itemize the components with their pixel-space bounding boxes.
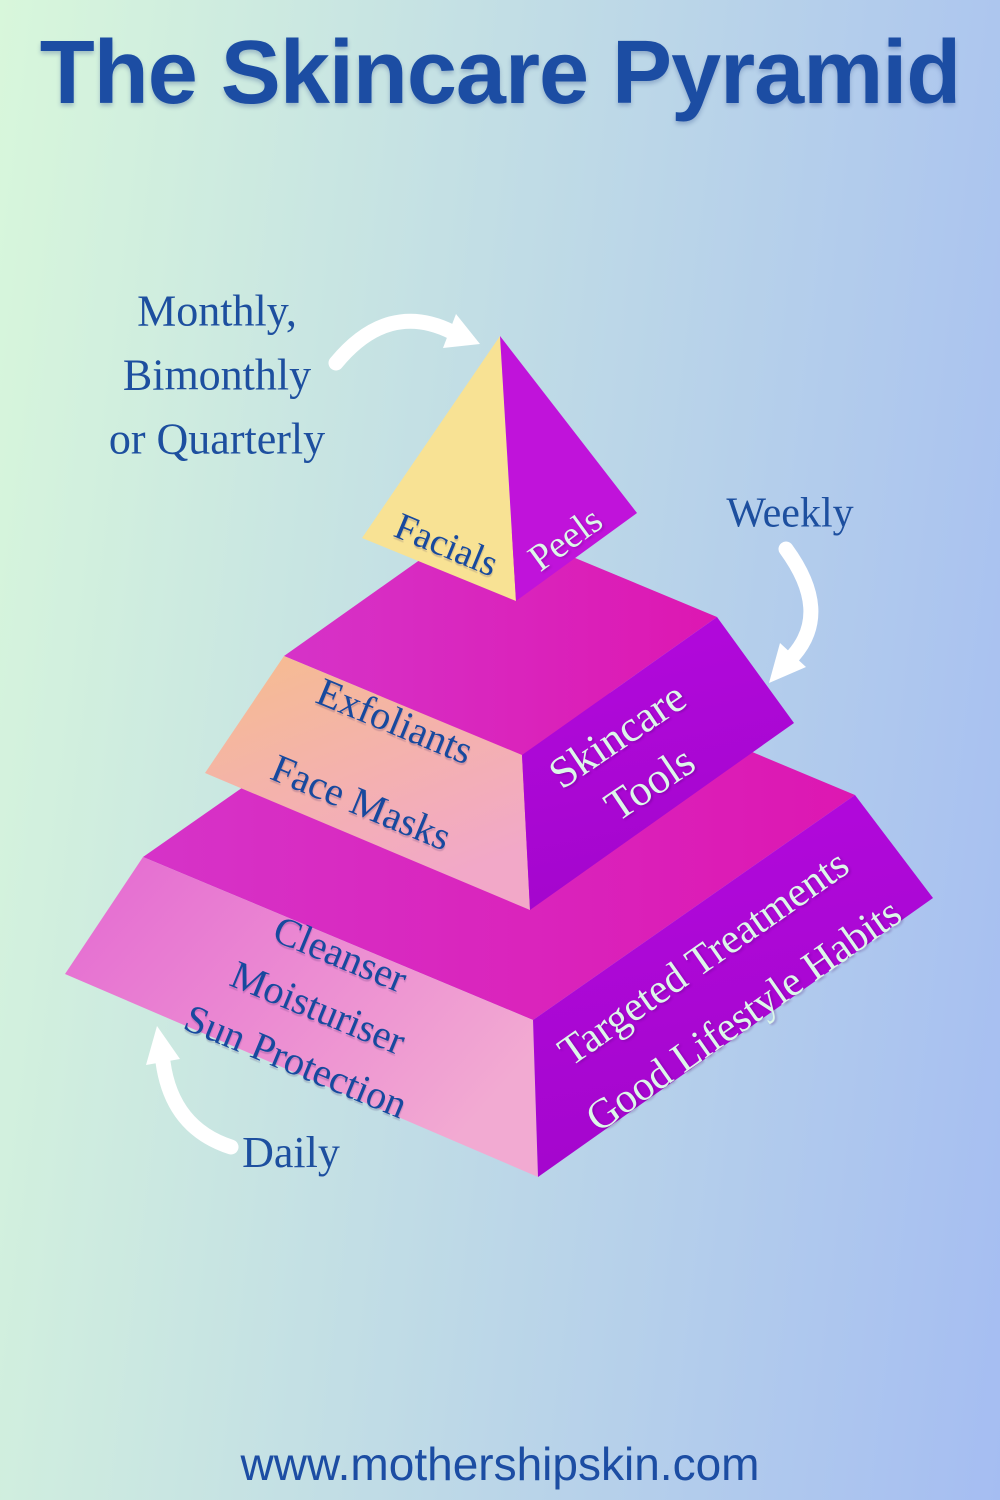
frequency-label-daily: Daily [242, 1128, 340, 1178]
pyramid-top-left-face [362, 336, 516, 601]
page-title: The Skincare Pyramid [39, 23, 961, 123]
pyramid-bottom-left-face [65, 857, 538, 1177]
arrow-weekly-head-icon [769, 643, 806, 683]
arrow-daily-shaft [155, 1054, 239, 1155]
arrow-monthly-to-top-tier [328, 313, 480, 371]
monthly-line-2: Bimonthly [122, 350, 312, 400]
website-url: www.mothershipskin.com [240, 1438, 760, 1490]
arrow-weekly-to-middle-tier [769, 541, 819, 683]
frequency-label-monthly: Monthly, Bimonthly or Quarterly [109, 279, 325, 470]
pyramid-top-right-face [500, 336, 637, 601]
pyramid-bottom-right-face [533, 795, 933, 1177]
monthly-line-3: or Quarterly [108, 413, 326, 463]
arrow-weekly-shaft [778, 541, 819, 664]
pyramid-middle-left-face [205, 656, 530, 910]
pyramid-middle-top-face [284, 518, 717, 755]
monthly-line-1: Monthly, [137, 286, 297, 336]
frequency-label-weekly: Weekly [726, 490, 854, 537]
arrow-monthly-shaft [328, 313, 460, 371]
pyramid-middle-right-face [522, 617, 794, 910]
arrow-monthly-head-icon [443, 314, 480, 348]
arrow-daily-to-bottom-tier [146, 1026, 239, 1155]
arrow-daily-head-icon [146, 1026, 180, 1065]
